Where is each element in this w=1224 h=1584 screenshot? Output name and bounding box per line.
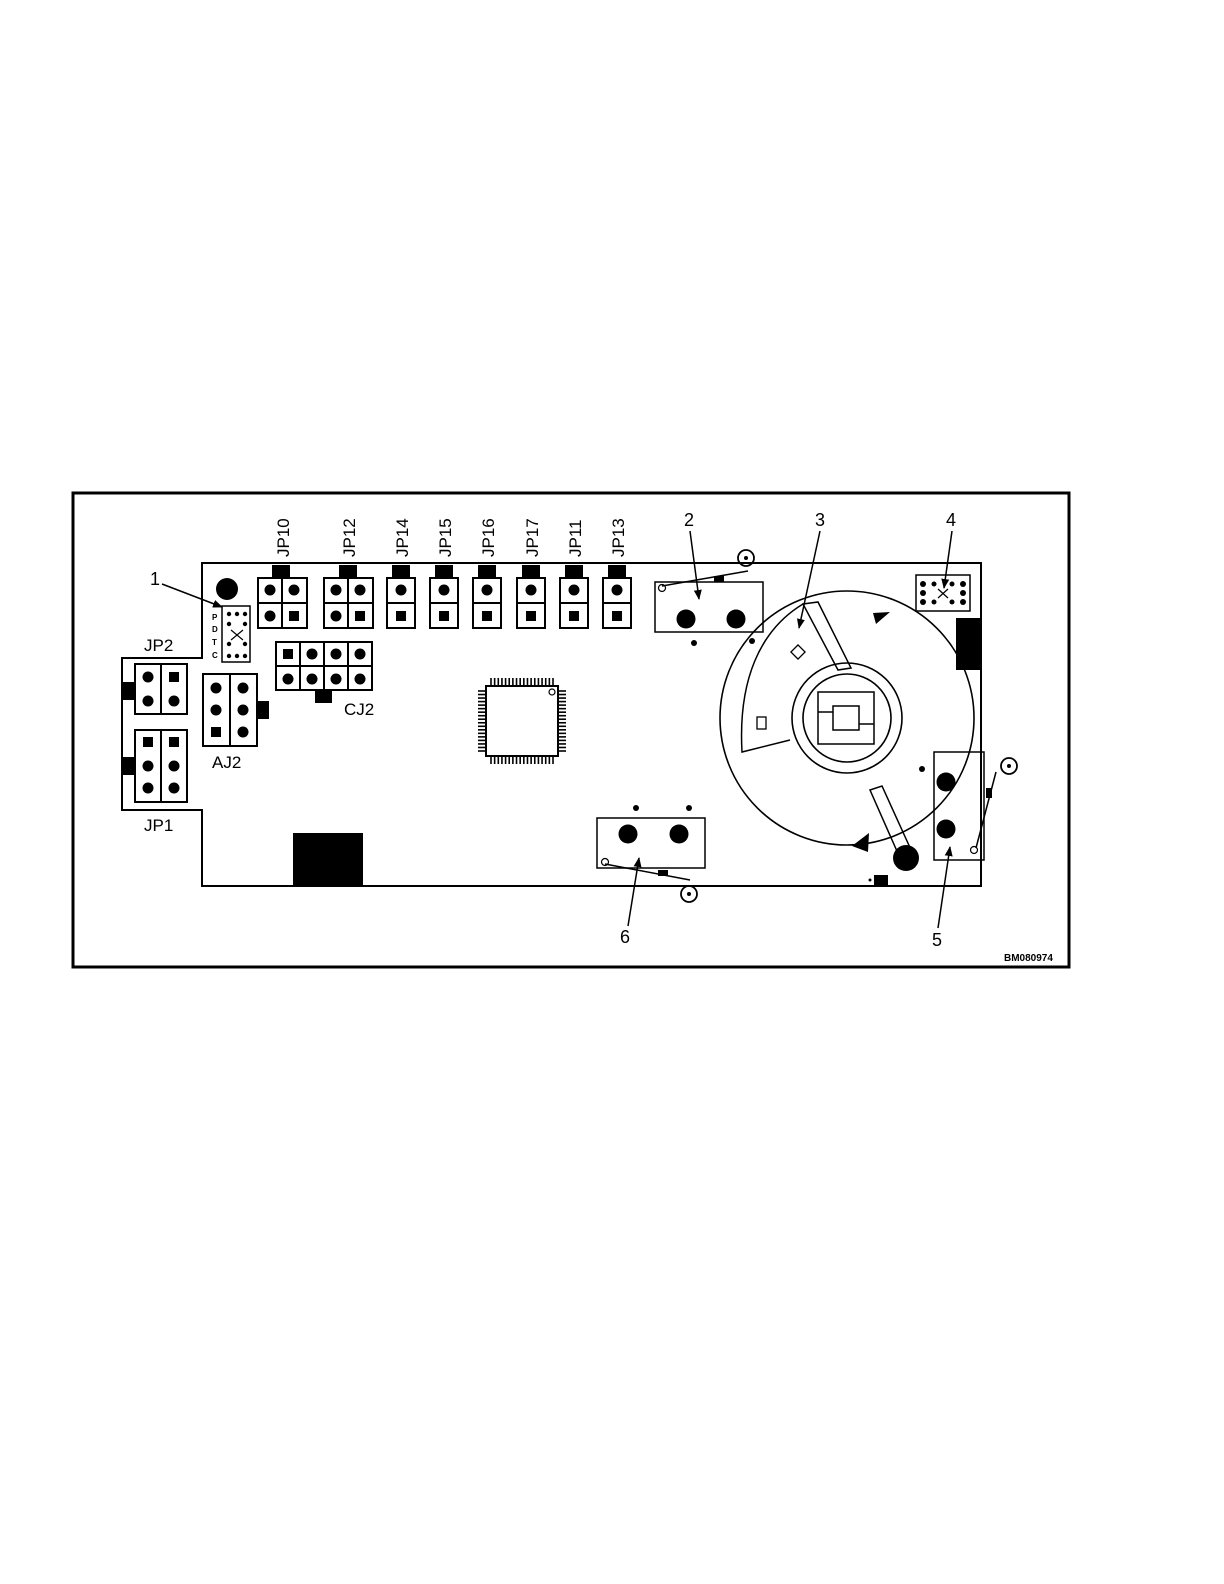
small-pad bbox=[874, 875, 888, 886]
pin-label-d: D bbox=[212, 625, 218, 634]
connector-cj2 bbox=[276, 642, 372, 703]
limit-switch-6 bbox=[597, 805, 705, 902]
label-jp14: JP14 bbox=[393, 518, 412, 557]
label-jp16: JP16 bbox=[479, 518, 498, 557]
label-jp10: JP10 bbox=[274, 518, 293, 557]
callout-4: 4 bbox=[946, 510, 956, 530]
jumper-jp11 bbox=[560, 565, 588, 628]
rotary-cam-assembly bbox=[720, 591, 974, 882]
connector-4 bbox=[916, 575, 970, 611]
pin-label-c: C bbox=[212, 651, 218, 660]
leader-2 bbox=[690, 531, 699, 599]
limit-switch-2 bbox=[655, 550, 763, 646]
mounting-hole bbox=[216, 578, 238, 600]
callout-5: 5 bbox=[932, 930, 942, 950]
callout-6: 6 bbox=[620, 927, 630, 947]
board-outline bbox=[122, 563, 981, 886]
connector-jp2 bbox=[122, 664, 187, 714]
edge-connector-right bbox=[956, 618, 981, 670]
power-connector-block bbox=[293, 833, 363, 886]
label-jp1: JP1 bbox=[144, 816, 173, 835]
label-jp15: JP15 bbox=[436, 518, 455, 557]
microcontroller-chip bbox=[478, 678, 566, 764]
label-cj2: CJ2 bbox=[344, 700, 374, 719]
pin-label-t: T bbox=[212, 638, 217, 647]
callout-3: 3 bbox=[815, 510, 825, 530]
jumper-jp16 bbox=[473, 565, 501, 628]
leader-3 bbox=[799, 531, 820, 628]
figure-frame bbox=[73, 493, 1069, 967]
figure-id: BM080974 bbox=[1004, 953, 1053, 964]
label-jp13: JP13 bbox=[609, 518, 628, 557]
callout-1: 1 bbox=[150, 569, 160, 589]
jumper-jp15 bbox=[430, 565, 458, 628]
jumper-jp17 bbox=[517, 565, 545, 628]
label-jp12: JP12 bbox=[340, 518, 359, 557]
jumper-jp10 bbox=[258, 565, 307, 628]
leader-4 bbox=[944, 531, 952, 588]
leader-1 bbox=[162, 584, 222, 607]
pin-label-p: P bbox=[212, 613, 218, 622]
jumper-jp14 bbox=[387, 565, 415, 628]
limit-switch-5 bbox=[934, 752, 1017, 860]
connector-jp1 bbox=[122, 730, 187, 802]
label-jp2: JP2 bbox=[144, 636, 173, 655]
label-jp11: JP11 bbox=[566, 520, 585, 558]
callout-2: 2 bbox=[684, 510, 694, 530]
jumper-jp13 bbox=[603, 565, 631, 628]
label-jp17: JP17 bbox=[523, 518, 542, 557]
leader-5 bbox=[938, 847, 950, 928]
label-aj2: AJ2 bbox=[212, 753, 241, 772]
connector-aj2 bbox=[203, 674, 269, 746]
jumper-jp12 bbox=[324, 565, 373, 628]
program-header: P D T C bbox=[212, 606, 250, 662]
